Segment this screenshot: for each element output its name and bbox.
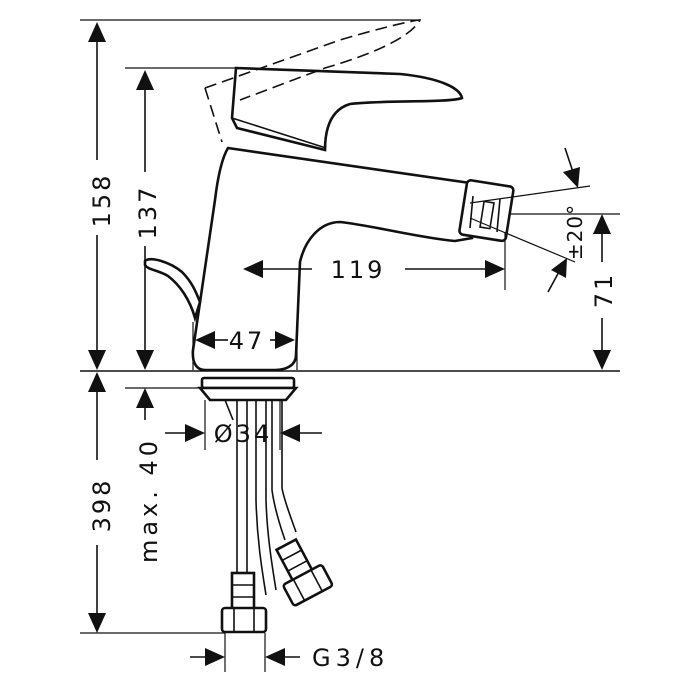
dim-47-label: 47 xyxy=(229,327,266,355)
dim-swivel-label: ±20° xyxy=(563,204,587,260)
base-flange xyxy=(200,376,296,390)
dim-119-arrow-left xyxy=(243,260,263,278)
dim-158-label: 158 xyxy=(88,173,116,228)
flexible-hoses xyxy=(220,400,334,634)
handle-open-position-dashed-edge xyxy=(204,87,223,143)
dim-47-arrow-left xyxy=(195,331,215,349)
hose-connector-right xyxy=(274,537,334,607)
aerator-slot xyxy=(479,200,495,230)
dim-40-arrow-up xyxy=(136,388,154,408)
dim-137-label: 137 xyxy=(134,185,162,240)
dim-398-label: 398 xyxy=(88,478,116,533)
dim-158-arrow-bottom xyxy=(88,350,106,370)
dim-119-arrow-right xyxy=(485,260,505,278)
hose-nut-right-flat-1 xyxy=(292,579,306,601)
dim-34-label: Ø34 xyxy=(214,420,272,448)
g38-arrow-left xyxy=(205,648,225,666)
dimension-spout-height: 137 xyxy=(134,70,162,370)
dimension-below-deck: 398 xyxy=(88,372,116,633)
dimension-max-deck-thickness: max. 40 xyxy=(125,387,200,563)
reference-lines xyxy=(80,19,620,634)
dim-71-arrow-top xyxy=(593,214,611,234)
dim-40-label: max. 40 xyxy=(135,437,163,563)
hose-middle-line-2 xyxy=(265,400,277,591)
hose-crimp-left xyxy=(230,571,256,613)
dim-119-label: 119 xyxy=(331,256,386,284)
dimension-hole-diameter: Ø34 xyxy=(165,400,322,450)
dimension-base-width: 47 xyxy=(192,322,298,370)
swivel-arrow-lower xyxy=(551,258,567,278)
dimension-connection-thread: G3/8 xyxy=(190,633,389,672)
hose-crimp-right-ring-1 xyxy=(281,549,302,562)
hose-nut-right xyxy=(282,564,334,607)
g38-arrow-right xyxy=(265,648,285,666)
dim-47-arrow-right xyxy=(275,331,295,349)
aerator-detail-1 xyxy=(469,195,474,229)
hose-connector-left xyxy=(220,571,268,634)
handle-open-position-dashed xyxy=(204,19,422,101)
handle-base-line xyxy=(231,117,327,149)
aerator-detail-2 xyxy=(496,198,501,233)
mixer-body xyxy=(143,19,515,421)
swivel-line-upper xyxy=(469,185,591,204)
mounting-nut xyxy=(197,386,299,402)
g38-label: G3/8 xyxy=(312,644,389,672)
hose-right-line-1 xyxy=(271,400,286,541)
dim-34-arrow-left xyxy=(185,424,205,442)
pop-up-rod xyxy=(143,257,202,323)
swivel-arrow-upper xyxy=(563,167,580,188)
dim-158-arrow-top xyxy=(88,22,106,42)
mounting-stud xyxy=(224,399,234,421)
dim-137-arrow-bottom xyxy=(136,350,154,370)
dimension-swivel-angle: ±20° xyxy=(469,147,591,293)
dim-71-label: 71 xyxy=(590,272,618,309)
swivel-line-lower xyxy=(469,217,576,263)
dim-34-arrow-right xyxy=(280,424,300,442)
hose-right-line-2 xyxy=(281,400,297,533)
hose-crimp-right-ring-2 xyxy=(287,560,308,572)
dim-398-arrow-bottom xyxy=(88,613,106,633)
handle-lever xyxy=(230,66,464,152)
dim-71-arrow-bottom xyxy=(593,350,611,370)
hose-nut-left xyxy=(220,606,268,634)
aerator-outlet xyxy=(458,179,515,243)
dimension-outlet-height: 71 xyxy=(590,214,618,370)
dim-137-arrow-top xyxy=(136,70,154,90)
hose-nut-right-flat-2 xyxy=(310,569,323,592)
dim-398-arrow-top xyxy=(88,372,106,392)
hose-middle-line-1 xyxy=(255,400,267,596)
mixer-spout-body xyxy=(191,146,474,372)
dimension-spout-reach: 119 xyxy=(243,232,506,290)
dimension-total-height: 158 xyxy=(88,22,116,370)
